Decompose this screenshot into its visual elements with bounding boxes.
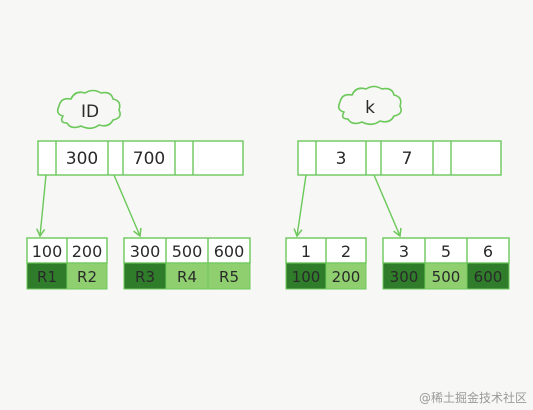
index-label: ID — [81, 102, 99, 122]
leaf-value-cell — [285, 262, 327, 290]
leaf-key: 2 — [341, 242, 351, 261]
leaf-value-cell — [26, 262, 68, 290]
leaf-key: 3 — [399, 242, 409, 261]
leaf-value-cell — [66, 262, 108, 290]
tree-primary — [26, 89, 251, 290]
label-cloud — [337, 85, 402, 126]
tree-secondary — [285, 85, 510, 290]
leaf-key: 200 — [72, 242, 103, 261]
leaf-value: 100 — [292, 268, 321, 286]
leaf-value-cell — [123, 262, 167, 290]
leaf-key: 300 — [130, 242, 161, 261]
leaf-key: 600 — [214, 242, 245, 261]
leaf-key: 6 — [483, 242, 493, 261]
root-key: 7 — [402, 149, 413, 169]
index-label: k — [365, 98, 375, 118]
leaf-value-cell — [165, 262, 209, 290]
leaf-value: R5 — [219, 268, 239, 286]
leaf-value: R2 — [77, 268, 97, 286]
pointer-arrow — [36, 174, 47, 238]
root-key: 3 — [336, 149, 347, 169]
leaf-key: 100 — [32, 242, 63, 261]
leaf-value: 500 — [432, 268, 461, 286]
root-node — [297, 140, 502, 176]
leaf-value: 600 — [474, 268, 503, 286]
leaf-value: R1 — [37, 268, 57, 286]
pointer-arrow — [113, 174, 142, 238]
pointer-arrow — [373, 174, 402, 238]
pointer-arrow — [293, 174, 307, 238]
leaf-value: 300 — [390, 268, 419, 286]
root-key: 700 — [133, 149, 165, 169]
root-key: 300 — [66, 149, 98, 169]
leaf-value-cell — [207, 262, 251, 290]
leaf-value-cell — [382, 262, 426, 290]
leaf-value-cell — [424, 262, 468, 290]
leaf-value-cell — [466, 262, 510, 290]
leaf-key-row — [382, 237, 510, 264]
label-cloud — [56, 89, 121, 130]
leaf-value-cell — [325, 262, 367, 290]
leaf-key: 5 — [441, 242, 451, 261]
leaf-key: 1 — [301, 242, 311, 261]
leaf-value: R4 — [177, 268, 197, 286]
leaf-key: 500 — [172, 242, 203, 261]
watermark: @稀土掘金技术社区 — [418, 391, 527, 405]
leaf-value: 200 — [332, 268, 361, 286]
leaf-value: R3 — [135, 268, 155, 286]
root-node — [37, 140, 244, 176]
